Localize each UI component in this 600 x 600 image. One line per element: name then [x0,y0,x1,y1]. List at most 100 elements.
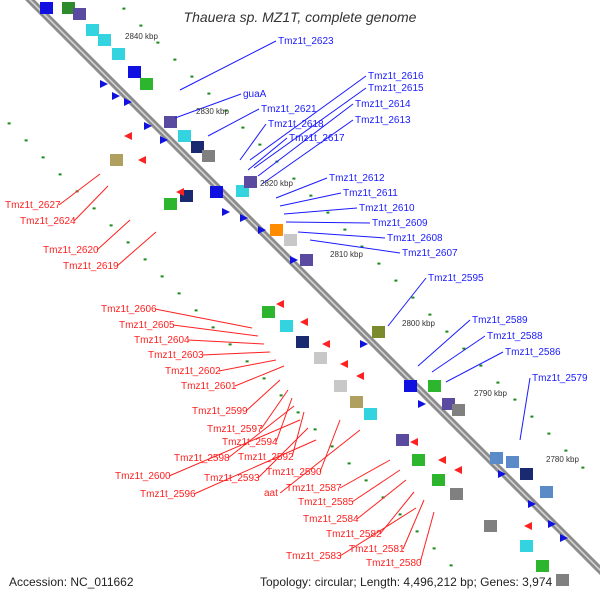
gene-block [536,560,549,572]
gene-block [314,352,327,364]
tick-dot [394,279,398,282]
leader-line-reverse [260,389,289,430]
label-reverse: Tmz1t_2598 [174,453,230,464]
gene-block [202,150,215,162]
leader-line-reverse [339,507,417,557]
leader-line-forward [297,231,386,239]
tick-dot [126,241,130,244]
backbone-highlight [28,0,600,572]
gene-block [484,520,497,532]
leader-line-forward [247,137,288,171]
label-forward: Tmz1t_2586 [505,347,561,358]
label-reverse: Tmz1t_2620 [43,245,99,256]
label-reverse: Tmz1t_2624 [20,216,76,227]
scale-label: 2840 kbp [125,32,158,41]
tick-dot [177,292,181,295]
label-forward: Tmz1t_2615 [368,83,424,94]
label-reverse: Tmz1t_2587 [286,483,342,494]
leader-line-forward [249,75,367,161]
label-forward: Tmz1t_2612 [329,173,385,184]
genome-backbone [25,0,600,575]
gene-block [334,380,347,392]
label-forward: Tmz1t_2579 [532,373,588,384]
gene-block [128,66,141,78]
forward-gene-arrow [360,340,368,348]
tick-dot [262,377,266,380]
scale-label: 2790 kbp [474,389,507,398]
leader-line-reverse [201,351,271,356]
gene-block [556,574,569,586]
leader-line-reverse [319,419,341,473]
tick-dot [364,479,368,482]
leader-line-reverse [168,419,301,477]
tick-dot [360,245,364,248]
label-reverse: Tmz1t_2596 [140,489,196,500]
gene-block [86,24,99,36]
leader-line-reverse [193,439,317,495]
tick-dot [309,194,313,197]
leader-line-forward [174,93,242,119]
label-forward: Tmz1t_2613 [355,115,411,126]
leader-line-reverse [172,324,259,337]
tick-dot [207,92,211,95]
tick-dot [156,41,160,44]
gene-block [262,306,275,318]
tick-dot [530,415,534,418]
label-forward: Tmz1t_2616 [368,71,424,82]
forward-gene-arrow [528,500,536,508]
tick-dot [415,530,419,533]
label-reverse: Tmz1t_2594 [222,437,278,448]
reverse-gene-arrow [124,132,132,140]
tick-dot [41,156,45,159]
label-reverse: Tmz1t_2590 [266,467,322,478]
label-reverse: Tmz1t_2597 [207,424,263,435]
tick-dot [330,445,334,448]
gene-block [364,408,377,420]
label-reverse: aat [264,488,278,499]
leader-line-forward [261,119,354,185]
tick-dot [581,466,585,469]
gene-block [372,326,385,338]
reverse-gene-arrow [524,522,532,530]
leader-line-forward [283,207,358,215]
gene-block [428,380,441,392]
tick-dot [564,449,568,452]
forward-gene-arrow [100,80,108,88]
gene-block [62,2,75,14]
tick-dot [143,258,147,261]
tick-dot [292,177,296,180]
tick-dot [139,24,143,27]
reverse-gene-arrow [454,466,462,474]
leader-line-forward [179,40,277,91]
gene-block [520,468,533,480]
label-leader-lines [58,40,531,564]
gene-block [110,154,123,166]
leader-line-reverse [187,339,265,345]
reverse-gene-arrow [340,360,348,368]
tick-dot [479,364,483,367]
label-forward: guaA [243,89,267,100]
reverse-gene-arrow [356,372,364,380]
tick-dot [241,126,245,129]
forward-gene-arrow [560,534,568,542]
topology-text: Topology: circular; Length: 4,496,212 bp… [260,575,553,589]
label-forward: Tmz1t_2617 [289,133,345,144]
tick-dot [58,173,62,176]
scale-label: 2820 kbp [260,179,293,188]
leader-line-reverse [245,379,281,412]
leader-line-reverse [419,511,435,564]
leader-line-forward [519,377,531,441]
tick-dot [326,211,330,214]
leader-line-reverse [227,405,295,459]
tick-dot [211,326,215,329]
gene-block [210,186,223,198]
gene-block [280,320,293,332]
forward-gene-arrow [112,92,120,100]
tick-dot [7,122,11,125]
reverse-gene-arrow [176,188,184,196]
tick-dot [194,309,198,312]
tick-dot [449,564,453,567]
label-reverse: Tmz1t_2605 [119,320,175,331]
gene-block [432,474,445,486]
